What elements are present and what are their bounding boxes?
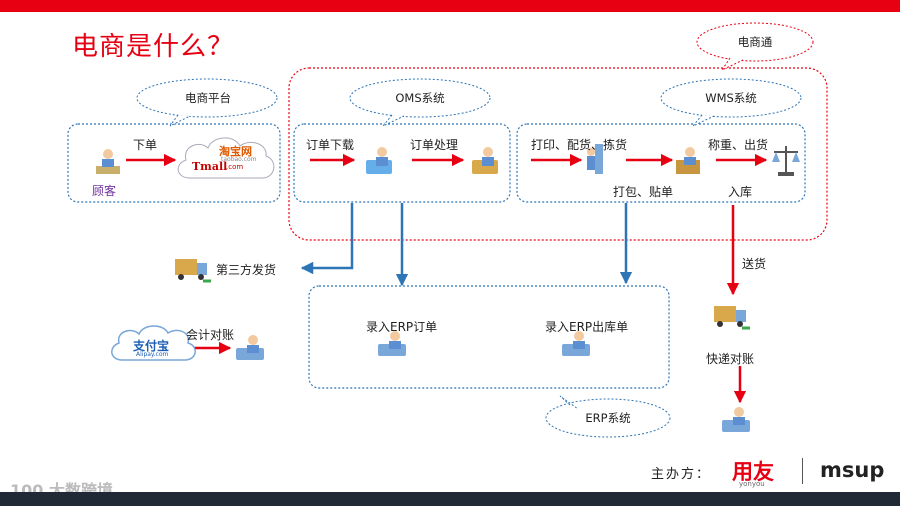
erp-box [308, 285, 670, 389]
express-worker-icon [722, 407, 750, 432]
page-title: 电商是什么？ [72, 32, 235, 62]
label-warehouse-in: 入库 [728, 185, 753, 199]
taobao-logo: 淘宝网 [219, 145, 252, 158]
bubble-ecommerce-tong [696, 22, 814, 72]
footer-divider [802, 458, 803, 484]
tmall-sub: .com [226, 163, 244, 171]
label-platform: 电商平台 [185, 91, 231, 105]
oms-worker-2-icon [472, 147, 498, 174]
oms-worker-1-icon [366, 147, 392, 174]
label-erp: ERP系统 [585, 411, 631, 425]
bubble-wms [660, 78, 802, 127]
customer-icon [96, 149, 120, 174]
label-order-download: 订单下载 [306, 138, 355, 152]
oms-box [293, 123, 511, 203]
label-deliver: 送货 [742, 257, 767, 271]
erp-outbound-worker-icon [562, 331, 590, 356]
cloud-icon [177, 137, 275, 179]
delivery-truck-icon [714, 306, 750, 330]
bottom-bar [0, 492, 900, 506]
alipay-logo: 支付宝 [133, 339, 170, 353]
msup-logo: msup [820, 458, 885, 482]
label-weigh-ship: 称重、出货 [708, 138, 769, 152]
bubble-platform [136, 78, 278, 127]
label-ecommerce-tong: 电商通 [737, 35, 773, 49]
label-wms: WMS系统 [705, 91, 757, 105]
label-customer: 顾客 [92, 184, 117, 198]
scale-icon [772, 146, 800, 176]
label-third-party: 第三方发货 [216, 263, 277, 277]
label-oms: OMS系统 [395, 91, 445, 105]
accounting-worker-icon [236, 335, 264, 360]
arrow-third-party [300, 203, 354, 275]
third-party-truck-icon [175, 259, 211, 283]
top-red-bar [0, 0, 900, 12]
label-print-pick: 打印、配货、拣货 [531, 138, 628, 152]
label-express-reconcile: 快递对账 [706, 352, 755, 366]
label-pack-label: 打包、贴单 [613, 185, 674, 199]
erp-order-worker-icon [378, 331, 406, 356]
label-order-process: 订单处理 [410, 138, 459, 152]
taobao-sub: taobao.com [221, 156, 257, 163]
alipay-cloud-icon [111, 325, 196, 361]
yonyou-sub: yonyou [739, 480, 765, 488]
label-erp-order: 录入ERP订单 [366, 320, 438, 334]
label-accounting: 会计对账 [186, 328, 235, 342]
alipay-sub: Alipay.com [136, 351, 169, 358]
bubble-oms [349, 78, 491, 127]
packer-icon [676, 147, 700, 174]
label-place-order: 下单 [133, 138, 158, 152]
sponsor-label: 主办方： [651, 467, 712, 482]
label-erp-outbound: 录入ERP出库单 [545, 320, 629, 334]
ecommerce-tong-box [288, 67, 828, 241]
tmall-logo: Tmall [192, 160, 228, 173]
yonyou-logo: 用友 [732, 460, 774, 484]
bubble-erp [545, 395, 671, 438]
picker-icon [587, 144, 603, 174]
wms-box [516, 123, 806, 203]
